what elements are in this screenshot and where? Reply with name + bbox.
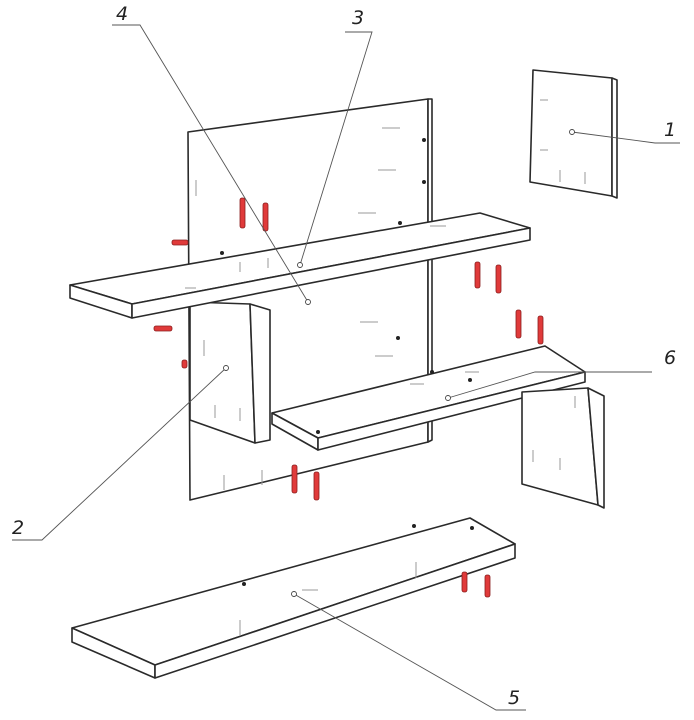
fastener <box>537 315 544 345</box>
leader-3 <box>299 31 373 266</box>
leader-6 <box>447 371 652 399</box>
right-side-panel <box>521 387 605 509</box>
fastener <box>515 309 522 339</box>
fastener <box>474 261 481 289</box>
fastener <box>291 464 298 494</box>
fastener <box>153 325 173 332</box>
leader-1 <box>571 131 680 144</box>
label-part-3: 3 <box>352 7 364 29</box>
fastener <box>171 239 189 246</box>
fastener <box>484 574 491 598</box>
fastener <box>262 202 269 232</box>
leader-2 <box>12 367 227 541</box>
lower-shelf <box>271 345 586 451</box>
leader-lines <box>12 24 680 711</box>
fastener <box>239 197 246 229</box>
leader-5 <box>293 593 526 711</box>
label-part-4: 4 <box>116 3 128 25</box>
label-part-6: 6 <box>664 347 676 369</box>
bottom-shelf <box>71 517 516 679</box>
left-side-panel <box>189 301 271 444</box>
back-panel-holes <box>195 127 426 490</box>
fasteners <box>153 197 544 598</box>
fastener <box>461 571 468 593</box>
leader-4 <box>112 24 309 303</box>
fastener <box>313 471 320 501</box>
fastener <box>495 264 502 294</box>
label-part-5: 5 <box>508 687 520 709</box>
label-part-2: 2 <box>12 517 24 539</box>
upper-shelf <box>69 212 531 319</box>
label-part-1: 1 <box>664 119 676 141</box>
part-labels: 1 2 3 4 5 6 <box>12 3 676 709</box>
fastener <box>181 359 188 369</box>
